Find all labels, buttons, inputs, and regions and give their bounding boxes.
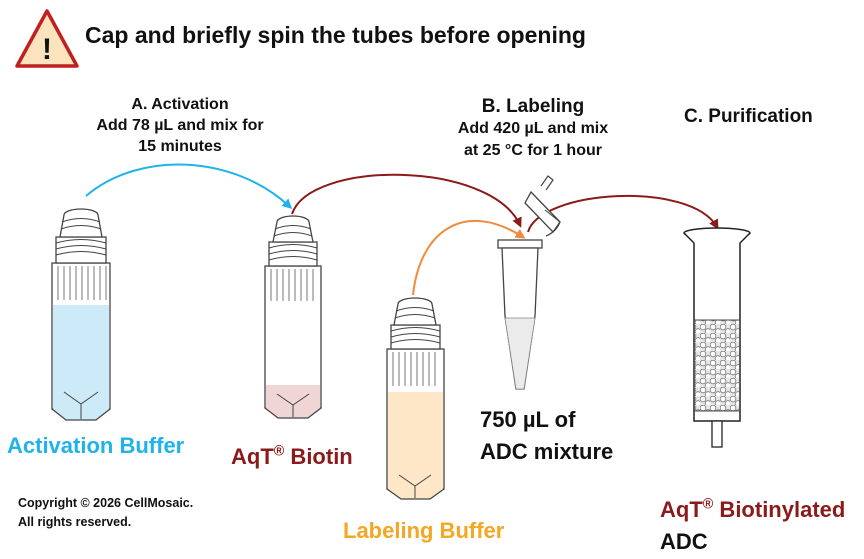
product-registered-mark: ®	[702, 496, 714, 513]
product-brand: AqT	[660, 497, 703, 522]
mixture-label: 750 µL of ADC mixture	[480, 404, 613, 468]
mixture-line2: ADC mixture	[480, 439, 614, 464]
copyright-line1: Copyright © 2026 CellMosaic.	[18, 496, 194, 510]
activation-buffer-tube	[51, 208, 111, 421]
copyright-line2: All rights reserved.	[18, 515, 132, 529]
warning-message: Cap and briefly spin the tubes before op…	[85, 22, 586, 48]
step-a-line3: 15 minutes	[138, 138, 222, 155]
step-a-instructions: A. Activation Add 78 µL and mix for 15 m…	[75, 94, 285, 157]
registered-mark: ®	[273, 443, 285, 460]
aqt-brand: AqT	[231, 444, 274, 469]
mixture-line1: 750 µL of	[480, 407, 576, 432]
aqt-biotin-suffix: Biotin	[284, 444, 353, 469]
product-label: AqT® Biotinylated ADC	[660, 494, 845, 558]
labeling-buffer-label: Labeling Buffer	[343, 518, 505, 543]
product-suffix: Biotinylated	[713, 497, 846, 522]
product-line1: AqT® Biotinylated	[660, 494, 845, 526]
step-b-line2: Add 420 µL and mix	[457, 120, 609, 137]
mixture-tube	[497, 175, 561, 390]
activation-buffer-label: Activation Buffer	[7, 433, 185, 458]
copyright-notice: Copyright © 2026 CellMosaic. All rights …	[18, 494, 193, 532]
step-c-title: C. Purification	[684, 106, 813, 127]
step-a-line2: Add 78 µL and mix for	[96, 117, 264, 134]
labeling-buffer-tube	[386, 297, 445, 500]
aqt-biotin-label: AqT® Biotin	[231, 444, 353, 470]
labeling-arrow	[291, 173, 522, 228]
product-line2: ADC	[660, 529, 708, 554]
labeling-buffer-arrow	[412, 219, 526, 296]
step-b-line3: at 25 °C for 1 hour	[464, 142, 602, 159]
aqt-biotin-tube	[264, 215, 322, 419]
activation-arrow	[85, 163, 293, 210]
step-b-title: B. Labeling	[481, 96, 585, 117]
step-a-title: A. Activation	[131, 96, 229, 113]
step-b-instructions: B. Labeling Add 420 µL and mix at 25 °C …	[438, 96, 628, 162]
warning-icon: !	[15, 9, 79, 68]
purification-column	[683, 227, 751, 448]
svg-text:!: !	[42, 33, 52, 66]
